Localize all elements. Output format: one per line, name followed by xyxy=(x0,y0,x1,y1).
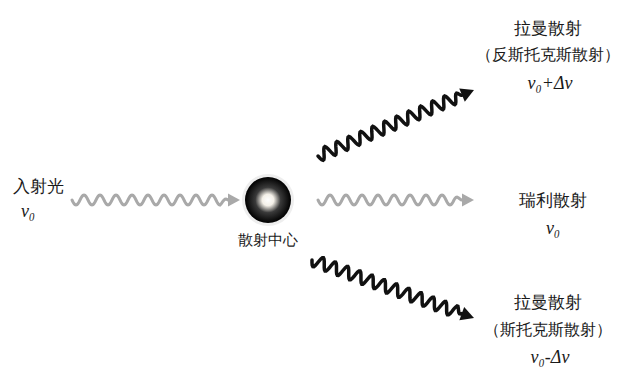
scatter-label: 拉曼散射 xyxy=(514,18,582,38)
scatter-label: （斯托克斯散射） xyxy=(484,320,612,339)
rayleigh-wave xyxy=(318,195,462,205)
stokes-wave xyxy=(312,258,462,315)
frequency-label: ν₀-Δν xyxy=(531,347,570,369)
scatter-label: （反斯托克斯散射） xyxy=(476,45,620,64)
incident-wave-head xyxy=(228,193,240,206)
scatter-label: 入射光 xyxy=(13,176,64,196)
node-label: 散射中心 xyxy=(238,231,298,249)
stokes-wave-head xyxy=(459,307,474,320)
particle-ball xyxy=(241,173,295,227)
anti-stokes-wave-head xyxy=(459,88,474,101)
frequency-label: ν₀ xyxy=(546,218,560,240)
rayleigh-wave-head xyxy=(462,193,474,206)
scatter-label: 瑞利散射 xyxy=(519,190,587,210)
incident-wave xyxy=(72,195,228,205)
scatter-label: 拉曼散射 xyxy=(514,292,582,312)
anti-stokes-wave xyxy=(318,93,462,160)
frequency-label: ν₀ xyxy=(21,201,35,223)
scattering-center: 散射中心 xyxy=(238,173,298,249)
frequency-label: ν₀+Δν xyxy=(528,73,573,95)
